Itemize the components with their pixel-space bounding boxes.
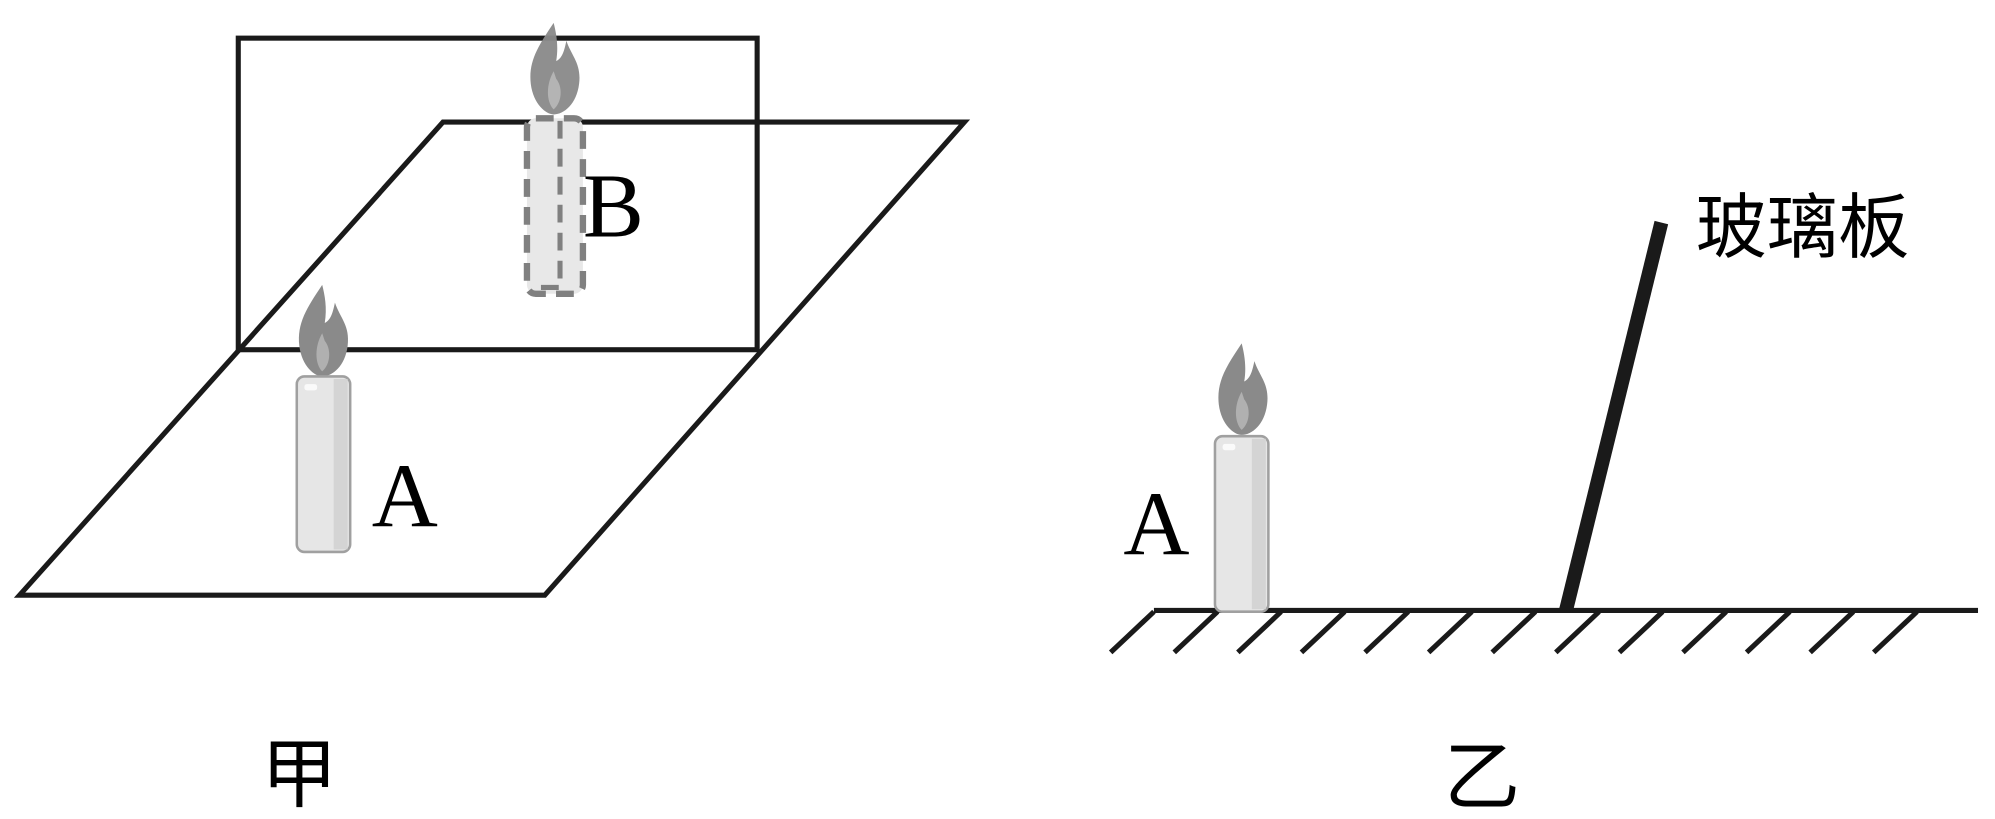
glass-plate-vertical: [235, 35, 760, 353]
table-plane: [13, 119, 971, 598]
glass-plate-label: 玻璃板: [1696, 186, 1910, 269]
candle-a: [295, 284, 352, 554]
candle-a-right: [1213, 343, 1270, 613]
figure-right: 玻璃板 A 乙: [1108, 186, 1979, 819]
candle-b-image: [523, 22, 587, 297]
glass-plate-tilted: [1559, 220, 1669, 613]
hatch-mark: [1871, 609, 1919, 655]
caption-left: 甲: [261, 730, 337, 819]
hatch-mark: [1744, 609, 1792, 655]
hatch-mark: [1236, 609, 1283, 655]
hatch-mark: [1108, 609, 1156, 655]
hatch-mark: [1490, 609, 1538, 655]
hatch-mark: [1617, 609, 1665, 655]
candle-a-label: A: [372, 445, 438, 547]
hatch-mark: [1172, 609, 1220, 655]
candle-b-label: B: [583, 155, 644, 257]
hatch-mark: [1554, 609, 1601, 655]
hatch-mark: [1808, 609, 1856, 655]
caption-right: 乙: [1444, 733, 1520, 819]
ground-hatching: [1108, 609, 1919, 655]
flame-icon: [1218, 343, 1268, 435]
hatch-mark: [1426, 609, 1474, 655]
hatch-mark: [1363, 609, 1411, 655]
hatch-mark: [1299, 609, 1347, 655]
flame-icon: [298, 284, 349, 377]
candle-a-right-label: A: [1123, 472, 1189, 574]
figure-left: A B 甲: [13, 22, 971, 819]
hatch-mark: [1681, 609, 1728, 655]
